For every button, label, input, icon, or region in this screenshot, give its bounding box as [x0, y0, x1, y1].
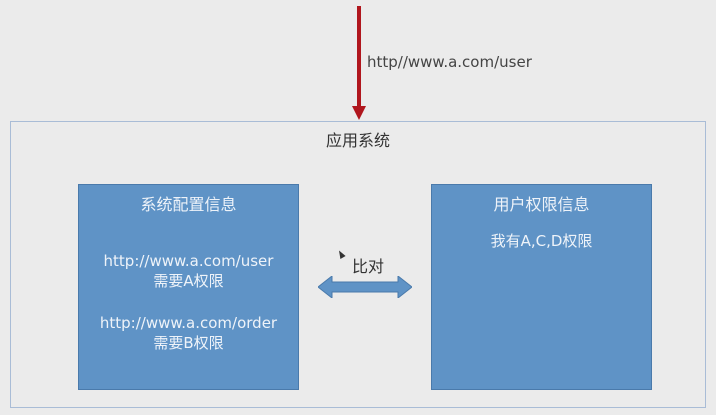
system-config-title: 系统配置信息	[140, 195, 237, 214]
request-arrow-head-icon	[352, 106, 366, 120]
user-permission-title: 用户权限信息	[493, 195, 590, 214]
application-system-title: 应用系统	[325, 131, 390, 150]
rule-requirement: 需要A权限	[153, 272, 224, 290]
user-permission-box: 用户权限信息 我有A,C,D权限	[431, 184, 652, 390]
rule-requirement: 需要B权限	[153, 334, 224, 352]
request-arrow-shaft	[357, 6, 361, 108]
rule-url: http://www.a.com/order	[99, 314, 278, 332]
request-url-label: http//www.a.com/user	[367, 53, 532, 71]
compare-label: 比对	[352, 257, 385, 276]
rule-url: http://www.a.com/user	[103, 252, 274, 270]
double-arrow-icon	[318, 276, 412, 298]
system-config-box: 系统配置信息 http://www.a.com/user 需要A权限 http:…	[78, 184, 299, 390]
user-permission-list: 我有A,C,D权限	[490, 232, 593, 250]
application-system-container: 应用系统	[10, 121, 706, 408]
